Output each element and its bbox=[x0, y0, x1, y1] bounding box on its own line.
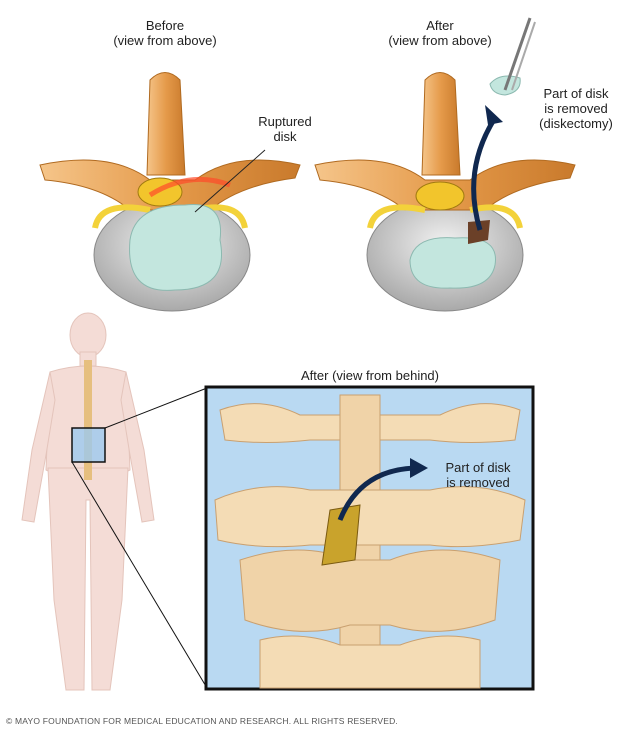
vertebra-before bbox=[39, 72, 301, 312]
zoom-region-box bbox=[71, 427, 106, 463]
ruptured-disk-label: Ruptured disk bbox=[258, 114, 312, 144]
after-title: After (view from above) bbox=[388, 18, 492, 48]
back-view-title: After (view from behind) bbox=[301, 368, 439, 383]
spine bbox=[84, 360, 92, 480]
copyright-footer: © MAYO FOUNDATION FOR MEDICAL EDUCATION … bbox=[6, 716, 398, 726]
disk-removed-label: Part of disk is removed bbox=[445, 460, 511, 490]
before-title: Before (view from above) bbox=[113, 18, 217, 48]
back-view-panel bbox=[204, 385, 535, 691]
vertebra-after bbox=[314, 17, 576, 312]
diskectomy-label: Part of disk is removed (diskectomy) bbox=[539, 86, 613, 131]
